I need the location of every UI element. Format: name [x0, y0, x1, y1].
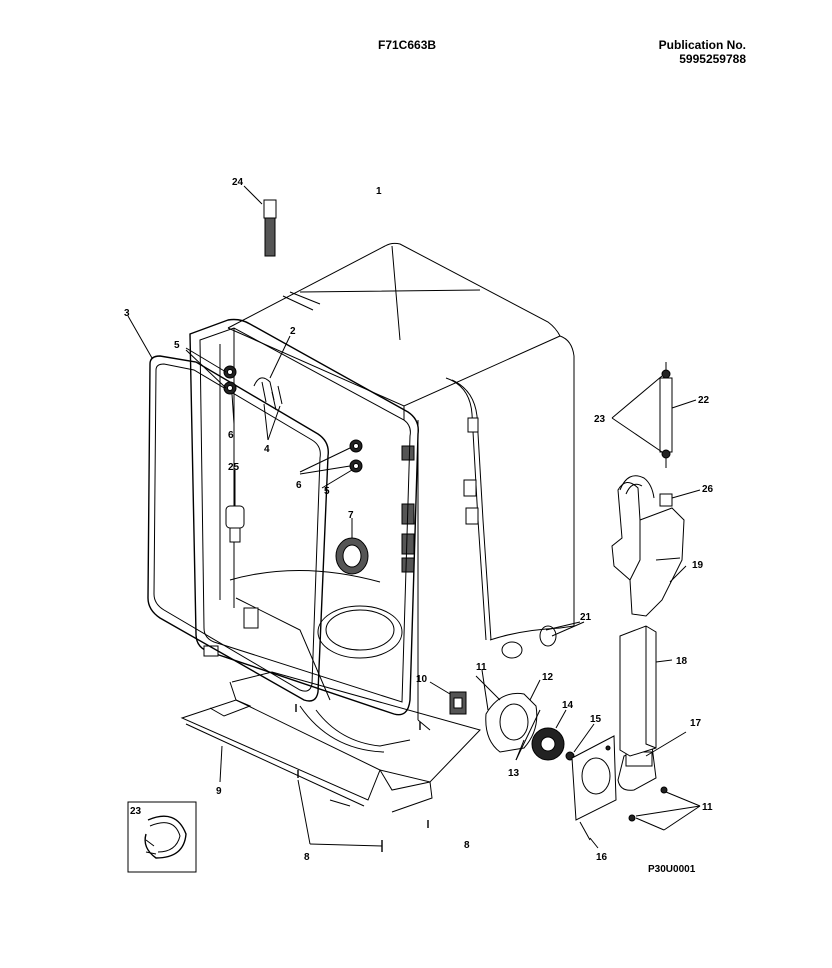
callout-6b: 6 [296, 480, 302, 491]
callout-21: 21 [580, 612, 592, 623]
callout-25: 25 [228, 462, 240, 473]
publication-number: 5995259788 [679, 52, 746, 66]
callout-2: 2 [290, 326, 296, 337]
callout-1: 1 [376, 186, 382, 197]
part-11-clamps [628, 786, 701, 831]
figure-code: P30U0001 [648, 864, 696, 875]
part-21-leader [551, 621, 585, 637]
part-16-plate [571, 735, 617, 849]
part-14-impeller [531, 709, 567, 761]
callout-24: 24 [232, 177, 244, 188]
part-22-hose [611, 362, 697, 468]
model-number: F71C663B [378, 38, 437, 52]
callout-13: 13 [508, 768, 520, 779]
callout-7: 7 [348, 510, 354, 521]
callout-12: 12 [542, 672, 554, 683]
callout-3: 3 [124, 308, 130, 319]
part-25-float [225, 470, 245, 543]
callout-4: 4 [264, 444, 270, 455]
callout-9: 9 [216, 786, 222, 797]
callout-8b: 8 [464, 840, 470, 851]
callout-26: 26 [702, 484, 714, 495]
callout-22: 22 [698, 395, 710, 406]
publication-label: Publication No. [658, 38, 746, 52]
callout-labels: 24 1 3 2 5 6 4 6 5 25 7 11 10 12 21 14 1… [124, 177, 714, 875]
part-24-bolt [243, 185, 277, 257]
callout-17: 17 [690, 718, 702, 729]
inset-part-23 [127, 801, 197, 873]
callout-11b: 11 [702, 802, 713, 813]
parts-5-6-nuts [185, 347, 363, 489]
callout-14: 14 [562, 700, 574, 711]
part-7-hub [335, 518, 369, 575]
part-18-duct [619, 625, 673, 757]
callout-23b: 23 [130, 806, 142, 817]
callout-11a: 11 [476, 662, 487, 673]
callout-6a: 6 [228, 430, 234, 441]
callout-15: 15 [590, 714, 602, 725]
part-8-screws [295, 704, 429, 852]
callout-23a: 23 [594, 414, 606, 425]
callout-10: 10 [416, 674, 428, 685]
part-1-tub [227, 242, 575, 753]
part-19-vent [611, 475, 687, 617]
callout-8a: 8 [304, 852, 310, 863]
part-10-bracket [429, 681, 467, 715]
callout-18: 18 [676, 656, 688, 667]
part-12-13-pump [475, 621, 581, 761]
parts-2-4-clips [253, 335, 291, 441]
callout-5a: 5 [174, 340, 180, 351]
callout-5b: 5 [324, 486, 330, 497]
callout-19: 19 [692, 560, 704, 571]
callout-16: 16 [596, 852, 608, 863]
part-3-gasket [127, 315, 329, 702]
part-9-bottom-plate [180, 671, 481, 813]
publication-info: Publication No. 5995259788 [659, 38, 746, 66]
part-26-clip [659, 489, 701, 507]
